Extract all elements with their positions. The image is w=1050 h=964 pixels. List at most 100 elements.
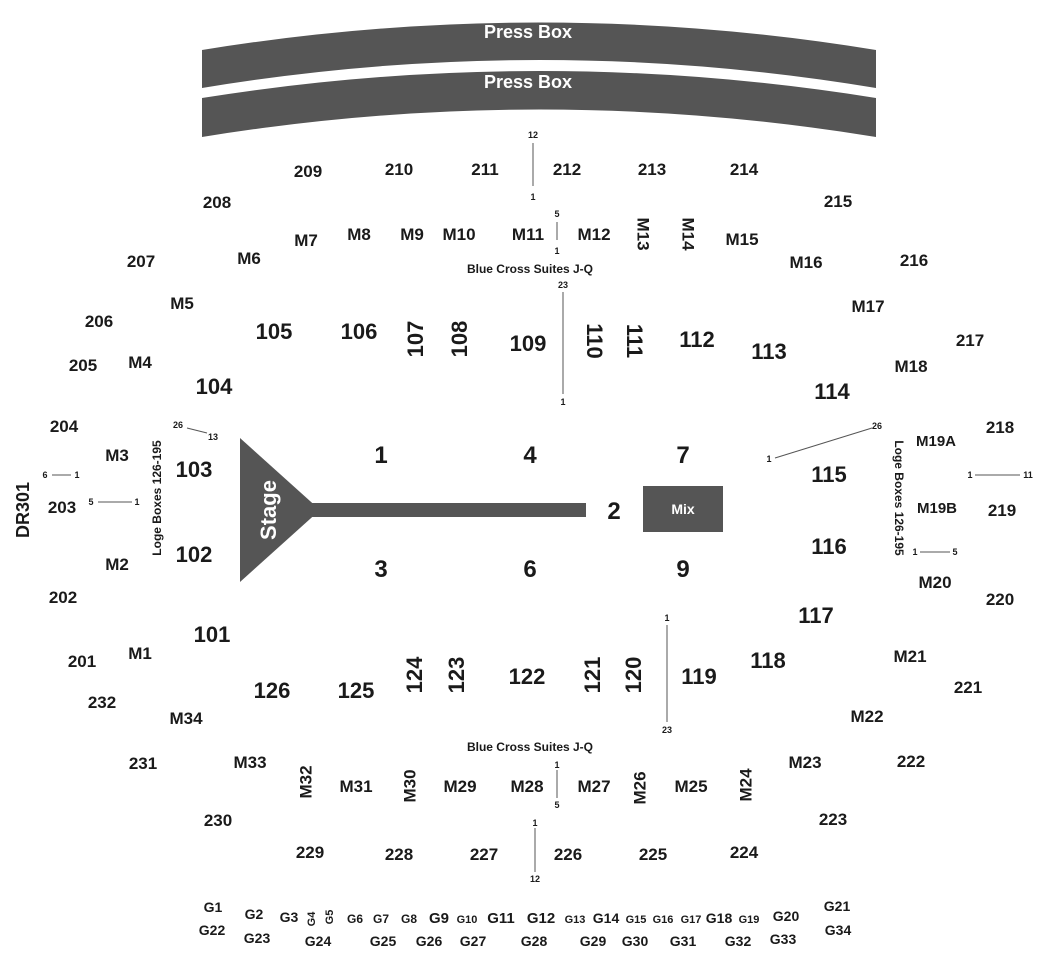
section-label[interactable]: 116 (811, 534, 847, 559)
section-label[interactable]: 125 (338, 678, 375, 703)
section-label[interactable]: M24 (736, 768, 755, 802)
section-label[interactable]: M3 (105, 446, 129, 465)
section-label[interactable]: M23 (788, 753, 821, 772)
section-label[interactable]: G1 (204, 899, 223, 915)
section-label[interactable]: 117 (798, 603, 834, 628)
section-label[interactable]: M21 (893, 647, 926, 666)
section-label[interactable]: G16 (653, 914, 674, 926)
section-label[interactable]: G11 (487, 910, 515, 927)
section-label[interactable]: 106 (341, 319, 378, 344)
section-label[interactable]: M8 (347, 225, 371, 244)
section-label[interactable]: M19A (916, 433, 956, 450)
section-label[interactable]: 230 (204, 811, 232, 830)
section-label[interactable]: 225 (639, 845, 667, 864)
section-label[interactable]: G25 (370, 933, 397, 949)
section-label[interactable]: M22 (850, 707, 883, 726)
section-label[interactable]: G29 (580, 933, 607, 949)
section-label[interactable]: M32 (296, 765, 315, 798)
section-label[interactable]: M11 (512, 225, 544, 244)
section-label[interactable]: M34 (169, 709, 203, 728)
section-label[interactable]: 109 (510, 331, 547, 356)
section-label[interactable]: G34 (825, 922, 852, 938)
section-label[interactable]: 203 (48, 498, 76, 517)
section-label[interactable]: G6 (347, 912, 363, 926)
section-label[interactable]: M26 (630, 771, 649, 804)
section-label[interactable]: 209 (294, 162, 322, 181)
section-label[interactable]: 214 (730, 160, 759, 179)
section-label[interactable]: G13 (565, 914, 586, 926)
section-label[interactable]: 113 (751, 339, 787, 364)
section-label[interactable]: 1 (374, 442, 387, 469)
section-label[interactable]: 229 (296, 843, 324, 862)
section-label[interactable]: 112 (679, 327, 715, 352)
section-label[interactable]: 205 (69, 356, 97, 375)
section-label[interactable]: G23 (244, 930, 271, 946)
section-label[interactable]: M29 (443, 777, 476, 796)
section-label[interactable]: 120 (621, 657, 646, 694)
section-label[interactable]: G31 (670, 933, 697, 949)
section-label[interactable]: 222 (897, 752, 925, 771)
section-label[interactable]: G27 (460, 933, 487, 949)
section-label[interactable]: 204 (50, 417, 79, 436)
section-label[interactable]: 213 (638, 160, 666, 179)
section-label[interactable]: 224 (730, 843, 759, 862)
section-label[interactable]: M33 (233, 753, 266, 772)
section-label[interactable]: 107 (403, 321, 428, 358)
section-label[interactable]: 232 (88, 693, 116, 712)
section-label[interactable]: G33 (770, 931, 797, 947)
section-label[interactable]: G9 (429, 910, 449, 927)
section-label[interactable]: 111 (622, 324, 647, 358)
section-label[interactable]: 215 (824, 192, 852, 211)
section-label[interactable]: M30 (400, 769, 419, 802)
section-label[interactable]: 211 (471, 160, 498, 179)
section-label[interactable]: 208 (203, 193, 231, 212)
section-label[interactable]: 231 (129, 754, 157, 773)
section-label[interactable]: G2 (245, 906, 264, 922)
section-label[interactable]: G14 (593, 910, 620, 926)
section-label[interactable]: G21 (824, 898, 851, 914)
section-label[interactable]: M25 (674, 777, 707, 796)
section-label[interactable]: 212 (553, 160, 581, 179)
section-label[interactable]: 218 (986, 418, 1014, 437)
section-label[interactable]: M15 (725, 230, 758, 249)
section-label[interactable]: 221 (954, 678, 982, 697)
section-label[interactable]: 101 (194, 622, 231, 647)
section-label[interactable]: 210 (385, 160, 413, 179)
section-label[interactable]: M14 (679, 217, 698, 251)
section-label[interactable]: 122 (509, 664, 546, 689)
section-label[interactable]: M10 (442, 225, 475, 244)
section-label[interactable]: M17 (851, 297, 884, 316)
section-label[interactable]: G30 (622, 933, 649, 949)
section-label[interactable]: M31 (339, 777, 372, 796)
section-label[interactable]: 207 (127, 252, 155, 271)
section-label[interactable]: 124 (402, 656, 427, 693)
press-box-upper[interactable]: Press Box (202, 22, 876, 88)
section-label[interactable]: G26 (416, 933, 443, 949)
section-label[interactable]: G28 (521, 933, 548, 949)
section-label[interactable]: 108 (447, 321, 472, 358)
section-label[interactable]: 119 (681, 664, 717, 689)
section-label[interactable]: M1 (128, 644, 152, 663)
section-label[interactable]: G24 (305, 933, 332, 949)
section-label[interactable]: G10 (457, 914, 478, 926)
section-label[interactable]: 202 (49, 588, 77, 607)
section-label[interactable]: G22 (199, 922, 226, 938)
section-label[interactable]: M16 (789, 253, 822, 272)
section-label[interactable]: 104 (196, 374, 233, 399)
section-label[interactable]: 4 (523, 442, 537, 469)
section-label[interactable]: G20 (773, 908, 800, 924)
section-label[interactable]: 6 (523, 556, 536, 583)
section-label[interactable]: 9 (676, 556, 689, 583)
section-label[interactable]: G32 (725, 933, 752, 949)
section-label[interactable]: M6 (237, 249, 261, 268)
section-label[interactable]: M28 (510, 777, 543, 796)
section-label[interactable]: G3 (280, 909, 299, 925)
section-label[interactable]: G17 (681, 914, 702, 926)
section-label[interactable]: 206 (85, 312, 113, 331)
section-label[interactable]: 216 (900, 251, 928, 270)
section-label[interactable]: G19 (739, 914, 760, 926)
section-label[interactable]: 123 (444, 657, 469, 694)
press-box-lower[interactable]: Press Box (202, 71, 876, 137)
section-label[interactable]: M27 (577, 777, 610, 796)
section-label[interactable]: G5 (324, 910, 336, 925)
